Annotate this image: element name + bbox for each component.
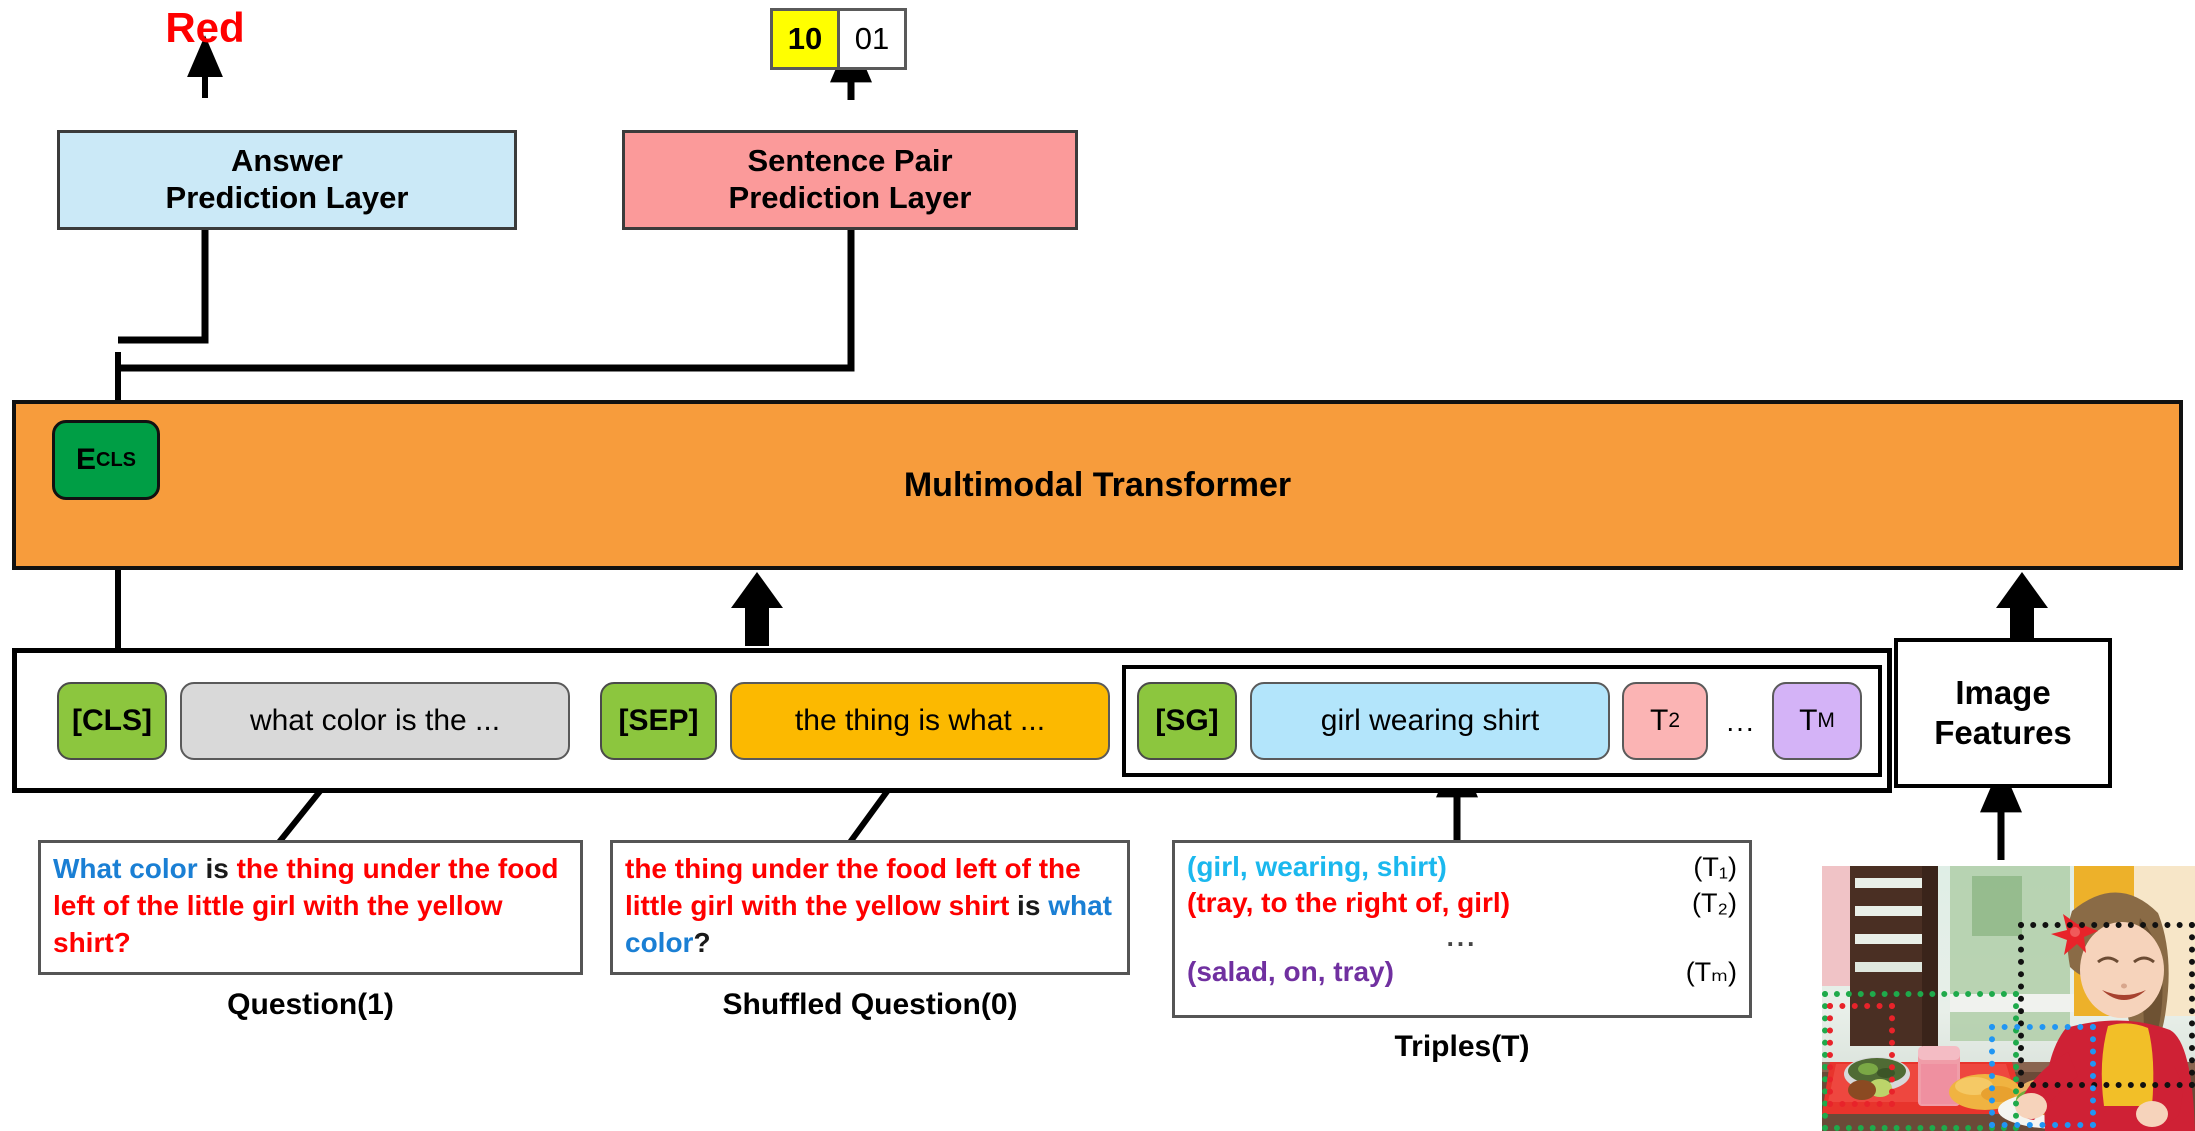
bbox-girl — [2018, 922, 2195, 1088]
answer-prediction-layer[interactable]: Answer Prediction Layer — [57, 130, 517, 230]
image-features-line1: Image — [1955, 674, 2051, 712]
bbox-salad — [1827, 1003, 1895, 1107]
token-shuffled-question-text[interactable]: the thing is what ... — [730, 682, 1110, 760]
fat-arrow-image — [1996, 572, 2048, 646]
bbox-tray — [1822, 991, 2019, 1131]
sentence-pair-prediction-layer-line2: Prediction Layer — [728, 180, 972, 215]
triple-text-2: (tray, to the right of, girl) — [1187, 886, 1511, 918]
shuffled-segment-4: ? — [693, 926, 711, 958]
sentence-pair-prediction-layer[interactable]: Sentence Pair Prediction Layer — [622, 130, 1078, 230]
token-triple-1[interactable]: girl wearing shirt — [1250, 682, 1610, 760]
triple-id-2: (T₂) — [1692, 887, 1737, 918]
photo-illustration — [1822, 866, 2195, 1131]
token-triple-m-subscript: M — [1817, 709, 1835, 732]
triples-box: (girl, wearing, shirt) (T₁) (tray, to th… — [1172, 840, 1752, 1018]
triples-caption: Triples(T) — [1394, 1030, 1530, 1063]
sentence-pair-cell-negative: 01 — [837, 11, 904, 67]
fat-arrow-tokens — [731, 572, 783, 646]
image-features-box[interactable]: Image Features — [1894, 638, 2112, 788]
multimodal-transformer-label: Multimodal Transformer — [903, 465, 1292, 504]
source-photo — [1822, 866, 2195, 1131]
token-question-text[interactable]: what color is the ... — [180, 682, 570, 760]
token-triple-m-letter: T — [1799, 704, 1818, 737]
question-segment-1: What color — [53, 853, 206, 884]
question-segment-3: the thing under the food left of the lit… — [53, 853, 559, 958]
answer-prediction-layer-line1: Answer — [231, 143, 343, 179]
question-segment-2: is — [205, 853, 237, 884]
token-cls[interactable]: [CLS] — [57, 682, 167, 760]
shuffled-question-caption: Shuffled Question(0) — [722, 988, 1018, 1021]
answer-output-text: Red — [165, 4, 245, 51]
question-box: What color is the thing under the food l… — [38, 840, 583, 975]
triple-ellipsis: ... — [1446, 921, 1478, 952]
sentence-pair-output: 10 01 — [770, 8, 907, 70]
token-sg[interactable]: [SG] — [1137, 682, 1237, 760]
shuffled-segment-2: is — [1017, 889, 1049, 921]
question-caption: Question(1) — [227, 988, 394, 1021]
answer-prediction-layer-line2: Prediction Layer — [165, 180, 409, 215]
shuffled-segment-1: the thing under the food left of the lit… — [625, 853, 1081, 921]
sentence-pair-cell-positive: 10 — [773, 11, 837, 67]
triple-text-1: (girl, wearing, shirt) — [1187, 851, 1447, 882]
token-sep[interactable]: [SEP] — [600, 682, 717, 760]
bbox-shirt — [1989, 1024, 2096, 1128]
triple-id-1: (T₁) — [1693, 852, 1737, 882]
token-triple-2-subscript: 2 — [1668, 709, 1680, 732]
multimodal-transformer[interactable]: Multimodal Transformer — [12, 400, 2183, 570]
cls-embedding-subscript: CLS — [96, 448, 136, 471]
triple-row: (salad, on, tray) (Tₘ) — [1187, 954, 1737, 990]
shuffled-segment-3: what color — [625, 889, 1112, 958]
cls-embedding-letter: E — [75, 443, 96, 476]
image-features-line2: Features — [1934, 714, 2072, 751]
triple-id-m: (Tₘ) — [1685, 956, 1737, 987]
shuffled-question-box: the thing under the food left of the lit… — [610, 840, 1130, 975]
triple-row: (tray, to the right of, girl) (T₂) — [1187, 885, 1737, 921]
triple-row: (girl, wearing, shirt) (T₁) — [1187, 849, 1737, 885]
triple-text-m: (salad, on, tray) — [1187, 955, 1394, 987]
token-ellipsis: ... — [1726, 706, 1756, 737]
token-triple-2-letter: T — [1649, 704, 1669, 737]
sentence-pair-prediction-layer-line1: Sentence Pair — [747, 143, 953, 179]
